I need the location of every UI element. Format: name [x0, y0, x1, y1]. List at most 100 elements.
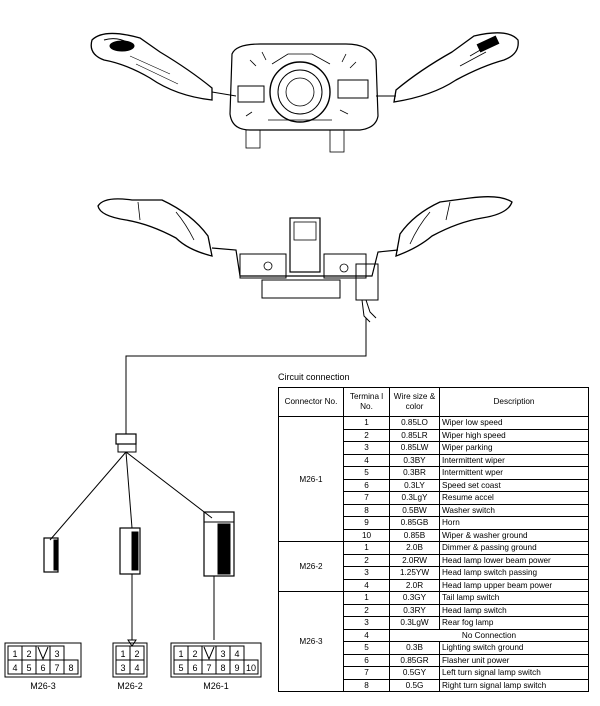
terminal-cell: 2 — [343, 553, 390, 567]
terminal-cell: 8 — [343, 503, 390, 517]
description-cell: Head lamp upper beam power — [439, 578, 589, 592]
terminal-cell: 5 — [343, 641, 390, 655]
terminal-cell: 6 — [343, 653, 390, 667]
terminal-cell: 3 — [343, 566, 390, 580]
pin-number: 6 — [40, 663, 45, 673]
table-header-row: Connector No. Termina l No. Wire size & … — [278, 387, 589, 417]
wire-cell: 0.85LW — [389, 441, 440, 455]
pin-number: 1 — [120, 649, 125, 659]
switch-assembly-side-view — [97, 196, 513, 323]
terminal-cell: 1 — [343, 416, 390, 430]
pin-number: 3 — [120, 663, 125, 673]
terminal-cell: 2 — [343, 603, 390, 617]
terminal-cell: 5 — [343, 466, 390, 480]
wire-cell: 0.5GY — [389, 666, 440, 680]
description-cell: Intermittent wiper — [439, 453, 589, 467]
connector-m26-3-outline — [4, 642, 82, 678]
header-connector: Connector No. — [278, 387, 344, 417]
wire-cell: 0.3LY — [389, 478, 440, 492]
description-cell: Dimmer & passing ground — [439, 541, 589, 555]
pin-number: 4 — [12, 663, 17, 673]
wire-cell: 0.85GR — [389, 653, 440, 667]
description-cell: Wiper parking — [439, 441, 589, 455]
pin-number: 3 — [54, 649, 59, 659]
pin-number: 5 — [26, 663, 31, 673]
harness-wires — [49, 318, 367, 541]
wire-cell: 0.3GY — [389, 591, 440, 605]
wire-cell: 2.0R — [389, 578, 440, 592]
wire-cell: 0.5BW — [389, 503, 440, 517]
pin-number: 4 — [234, 649, 239, 659]
terminal-cell: 2 — [343, 428, 390, 442]
terminal-cell: 8 — [343, 678, 390, 692]
key-v-mark — [37, 646, 49, 661]
pin-cell — [63, 659, 79, 675]
terminal-cell: 4 — [343, 453, 390, 467]
wire-cell: 0.85LO — [389, 416, 440, 430]
pin-number: 7 — [206, 663, 211, 673]
description-cell: Head lamp switch passing — [439, 566, 589, 580]
description-cell: Intermittent wper — [439, 466, 589, 480]
header-wire: Wire size & color — [389, 387, 440, 417]
pin-number: 10 — [246, 663, 256, 673]
pin-number: 1 — [178, 649, 183, 659]
wire-cell: 0.3BY — [389, 453, 440, 467]
terminal-cell: 1 — [343, 591, 390, 605]
description-cell: Washer switch — [439, 503, 589, 517]
connector-cell: M26-3 — [278, 591, 344, 692]
connector-cell: M26-2 — [278, 541, 344, 592]
terminal-cell: 4 — [343, 578, 390, 592]
terminal-cell: 1 — [343, 541, 390, 555]
terminal-cell: 7 — [343, 666, 390, 680]
pin-number: 1 — [12, 649, 17, 659]
pin-number: 8 — [68, 663, 73, 673]
description-cell: Wiper high speed — [439, 428, 589, 442]
terminal-cell: 9 — [343, 516, 390, 530]
header-terminal: Termina l No. — [343, 387, 390, 417]
description-cell: Left turn signal lamp switch — [439, 666, 589, 680]
terminal-cell: 7 — [343, 491, 390, 505]
description-cell: Wiper & washer ground — [439, 528, 589, 542]
wire-cell: 0.85B — [389, 528, 440, 542]
pin-number: 8 — [220, 663, 225, 673]
pin-number: 2 — [134, 649, 139, 659]
wire-cell: 0.5G — [389, 678, 440, 692]
terminal-cell: 6 — [343, 478, 390, 492]
switch-assembly-top-view — [90, 32, 519, 153]
connector-m26-1-outline — [170, 642, 262, 678]
wire-cell: 0.3LgY — [389, 491, 440, 505]
wire-cell: 0.85GB — [389, 516, 440, 530]
description-cell: Lighting switch ground — [439, 641, 589, 655]
terminal-cell: 3 — [343, 616, 390, 630]
description-cell: Head lamp lower beam power — [439, 553, 589, 567]
description-cell: Tail lamp switch — [439, 591, 589, 605]
pin-number: 3 — [220, 649, 225, 659]
wire-cell: 0.3LgW — [389, 616, 440, 630]
connector-m26-2-outline — [112, 642, 148, 678]
pin-number: 2 — [192, 649, 197, 659]
pin-number: 9 — [234, 663, 239, 673]
description-cell: Wiper low speed — [439, 416, 589, 430]
circuit-connection-table: Connector No. Termina l No. Wire size & … — [278, 387, 589, 692]
description-cell: Head lamp switch — [439, 603, 589, 617]
connector-cell: M26-1 — [278, 416, 344, 542]
pin-number: 6 — [192, 663, 197, 673]
description-cell: Right turn signal lamp switch — [439, 678, 589, 692]
key-v-mark — [203, 646, 215, 661]
connector-m26-2-label: M26-2 — [117, 681, 143, 691]
connector-m26-3-label: M26-3 — [30, 681, 56, 691]
pin-number: 5 — [178, 663, 183, 673]
